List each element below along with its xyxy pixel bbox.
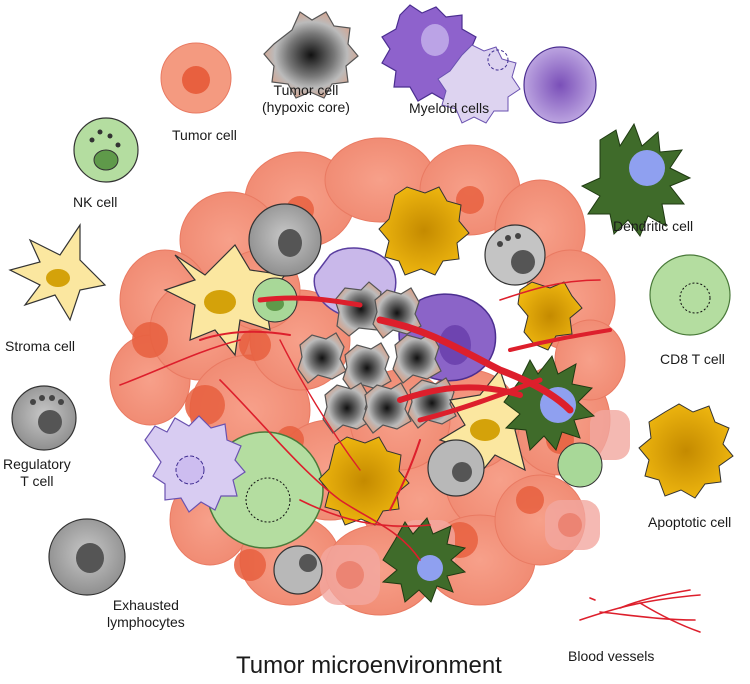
label-exhausted-lymphocytes-line1: Exhausted bbox=[112, 597, 179, 613]
legend-apoptotic-cell bbox=[638, 403, 734, 499]
label-exhausted-lymphocytes: Exhausted lymphocytes bbox=[107, 597, 185, 631]
legend-tumor-cell-hypoxic bbox=[263, 11, 359, 99]
label-tumor-cell-hypoxic: Tumor cell (hypoxic core) bbox=[262, 82, 350, 116]
regulatory-t-cells-inner bbox=[248, 203, 546, 595]
legend-myeloid-cells bbox=[381, 4, 597, 124]
label-regulatory-t-cell: Regulatory T cell bbox=[3, 456, 71, 490]
legend-exhausted-lymphocytes bbox=[48, 518, 126, 596]
label-nk-cell: NK cell bbox=[73, 194, 118, 210]
label-regulatory-t-cell-line2: T cell bbox=[20, 473, 54, 489]
legend-stroma-cell bbox=[8, 223, 107, 322]
blood-vessels-inner bbox=[119, 279, 612, 561]
apoptotic-cells-inner bbox=[318, 186, 583, 526]
label-myeloid-cells: Myeloid cells bbox=[409, 100, 490, 116]
legend-dendritic-cell bbox=[580, 122, 692, 238]
legend-nk-cell bbox=[73, 117, 139, 183]
diagram-title: Tumor microenvironment bbox=[236, 652, 502, 679]
label-stroma-cell: Stroma cell bbox=[5, 338, 76, 354]
dendritic-cells-inner bbox=[381, 354, 596, 603]
legend-cd8-t-cell bbox=[649, 254, 731, 336]
label-regulatory-t-cell-line1: Regulatory bbox=[3, 456, 71, 472]
label-apoptotic-cell: Apoptotic cell bbox=[648, 514, 732, 530]
label-cd8-t-cell: CD8 T cell bbox=[660, 351, 725, 367]
legend-regulatory-t-cell bbox=[11, 385, 77, 451]
legend-tumor-cell bbox=[160, 42, 232, 114]
legend-blood-vessels bbox=[579, 589, 701, 633]
label-tumor-cell-hypoxic-line1: Tumor cell bbox=[273, 82, 339, 98]
myeloid-cell-lower bbox=[144, 415, 246, 513]
label-blood-vessels: Blood vessels bbox=[568, 648, 655, 664]
label-tumor-cell: Tumor cell bbox=[172, 127, 237, 143]
label-tumor-cell-hypoxic-line2: (hypoxic core) bbox=[262, 99, 350, 115]
label-exhausted-lymphocytes-line2: lymphocytes bbox=[107, 614, 185, 630]
tumor-mass bbox=[109, 137, 630, 616]
label-dendritic-cell: Dendritic cell bbox=[613, 218, 694, 234]
